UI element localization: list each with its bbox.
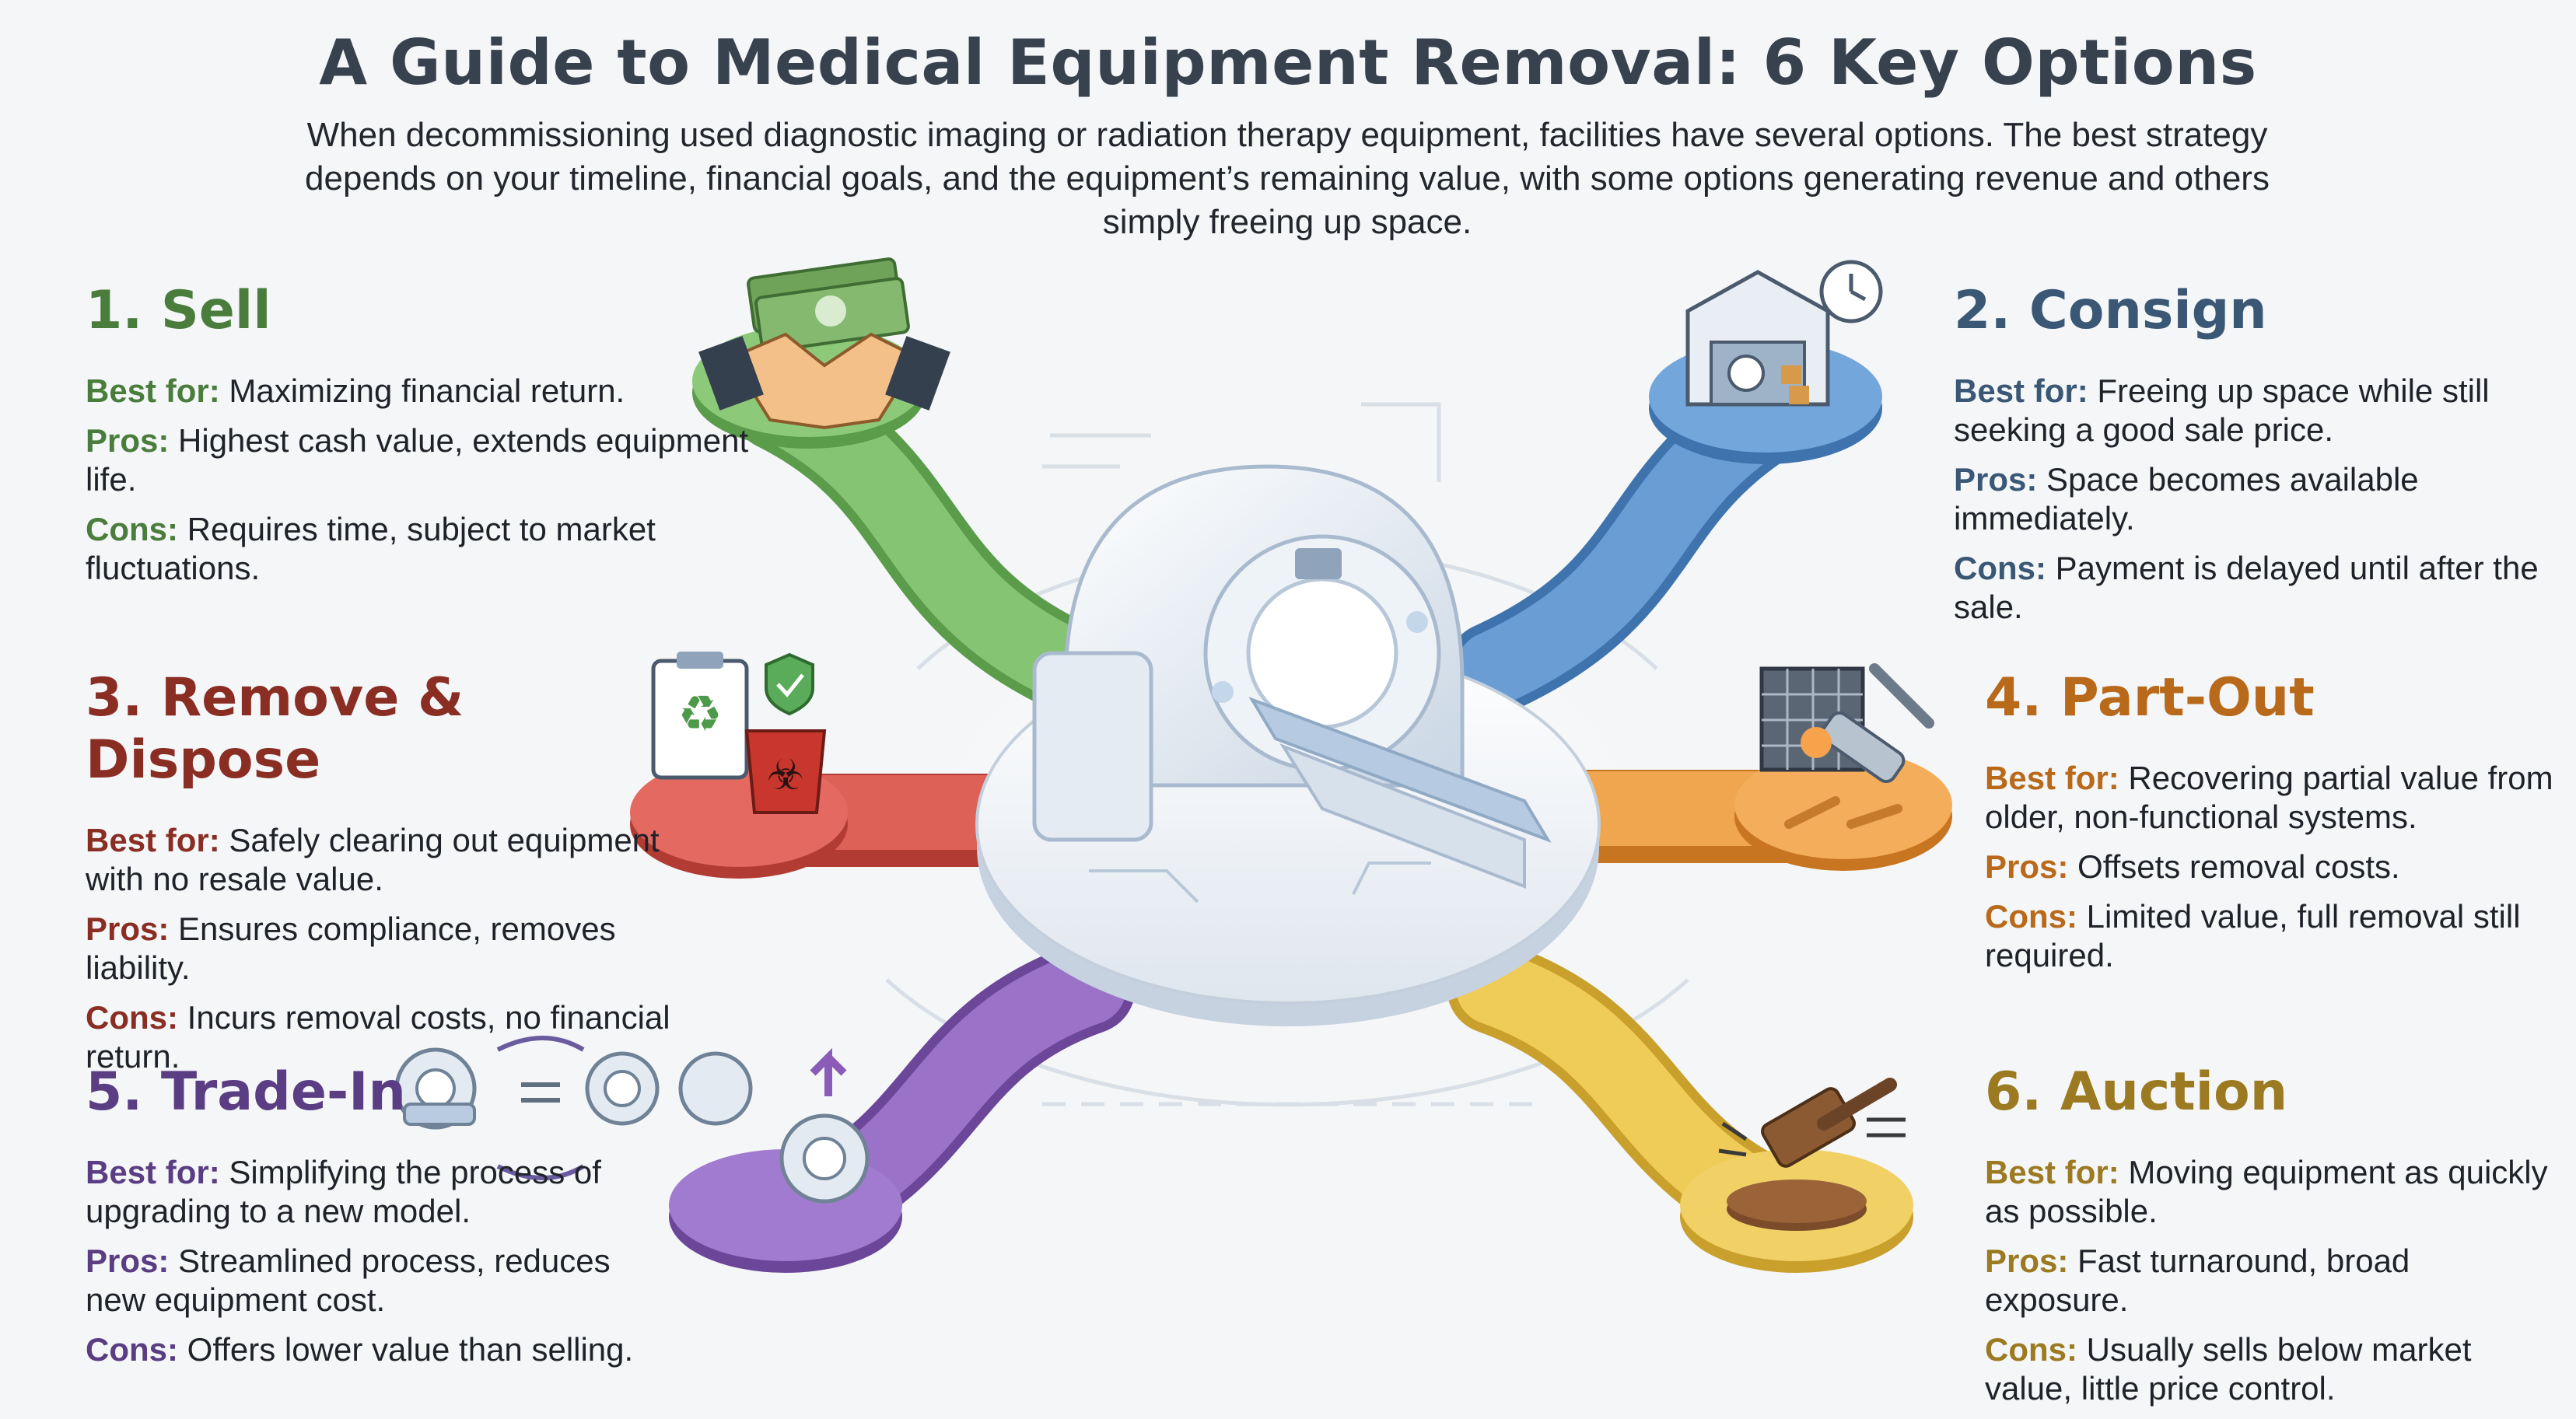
scanner-swap-icon	[394, 1036, 870, 1204]
option-pros: Pros: Streamlined process, reduces new e…	[86, 1242, 611, 1318]
gavel-icon	[1718, 1078, 1906, 1231]
option-cons: Cons: Offers lower value than selling.	[86, 1331, 634, 1368]
option-best-for: Best for: Recovering partial value from …	[1985, 760, 2553, 835]
option-heading: 4. Part-Out	[1985, 667, 2315, 729]
option-auction: 6. Auction Best for: Moving equipment as…	[1985, 1061, 2560, 1419]
option-heading: 2. Consign	[1954, 280, 2267, 341]
ct-scanner-icon	[1032, 464, 1552, 889]
path-dispose	[630, 758, 1003, 879]
option-dispose: 3. Remove & Dispose Best for: Safely cle…	[86, 667, 677, 1087]
svg-text:☣: ☣	[767, 750, 804, 799]
option-best-for: Best for: Freeing up space while still s…	[1954, 372, 2490, 448]
option-pros: Pros: Fast turnaround, broad exposure.	[1985, 1242, 2410, 1318]
option-cons: Cons: Usually sells below market value, …	[1985, 1331, 2472, 1407]
option-heading: 3. Remove & Dispose	[86, 667, 464, 791]
page-subtitle: When decommissioning used diagnostic ima…	[305, 116, 2270, 241]
page-title: A Guide to Medical Equipment Removal: 6 …	[319, 26, 2257, 99]
option-best-for: Best for: Safely clearing out equipment …	[86, 822, 660, 897]
option-sell: 1. Sell Best for: Maximizing financial r…	[86, 280, 786, 599]
option-pros: Pros: Offsets removal costs.	[1985, 848, 2400, 885]
option-heading: 6. Auction	[1985, 1061, 2288, 1123]
option-tradein: 5. Trade-In Best for: Simplifying the pr…	[86, 1061, 646, 1380]
option-heading: 1. Sell	[86, 280, 271, 341]
option-cons: Cons: Payment is delayed until after the…	[1954, 550, 2539, 625]
option-cons: Cons: Requires time, subject to market f…	[86, 511, 656, 586]
tools-parts-icon	[1759, 663, 1934, 829]
option-best-for: Best for: Moving equipment as quickly as…	[1985, 1154, 2548, 1229]
option-best-for: Best for: Maximizing financial return.	[86, 372, 625, 409]
option-pros: Pros: Ensures compliance, removes liabil…	[86, 910, 616, 986]
warehouse-clock-icon	[1685, 260, 1883, 407]
option-cons: Cons: Limited value, full removal still …	[1985, 898, 2521, 973]
option-pros: Pros: Space becomes available immediatel…	[1954, 461, 2419, 536]
money-handshake-icon	[698, 257, 950, 430]
option-cons: Cons: Incurs removal costs, no financial…	[86, 999, 670, 1075]
option-partout: 4. Part-Out Best for: Recovering partial…	[1985, 667, 2560, 986]
option-best-for: Best for: Simplifying the process of upg…	[86, 1154, 601, 1229]
option-heading: 5. Trade-In	[86, 1061, 406, 1123]
svg-text:♻: ♻	[677, 686, 722, 743]
option-consign: 2. Consign Best for: Freeing up space wh…	[1954, 280, 2560, 638]
option-pros: Pros: Highest cash value, extends equipm…	[86, 422, 749, 498]
recycle-biohazard-icon: ♻ ☣	[651, 652, 827, 814]
